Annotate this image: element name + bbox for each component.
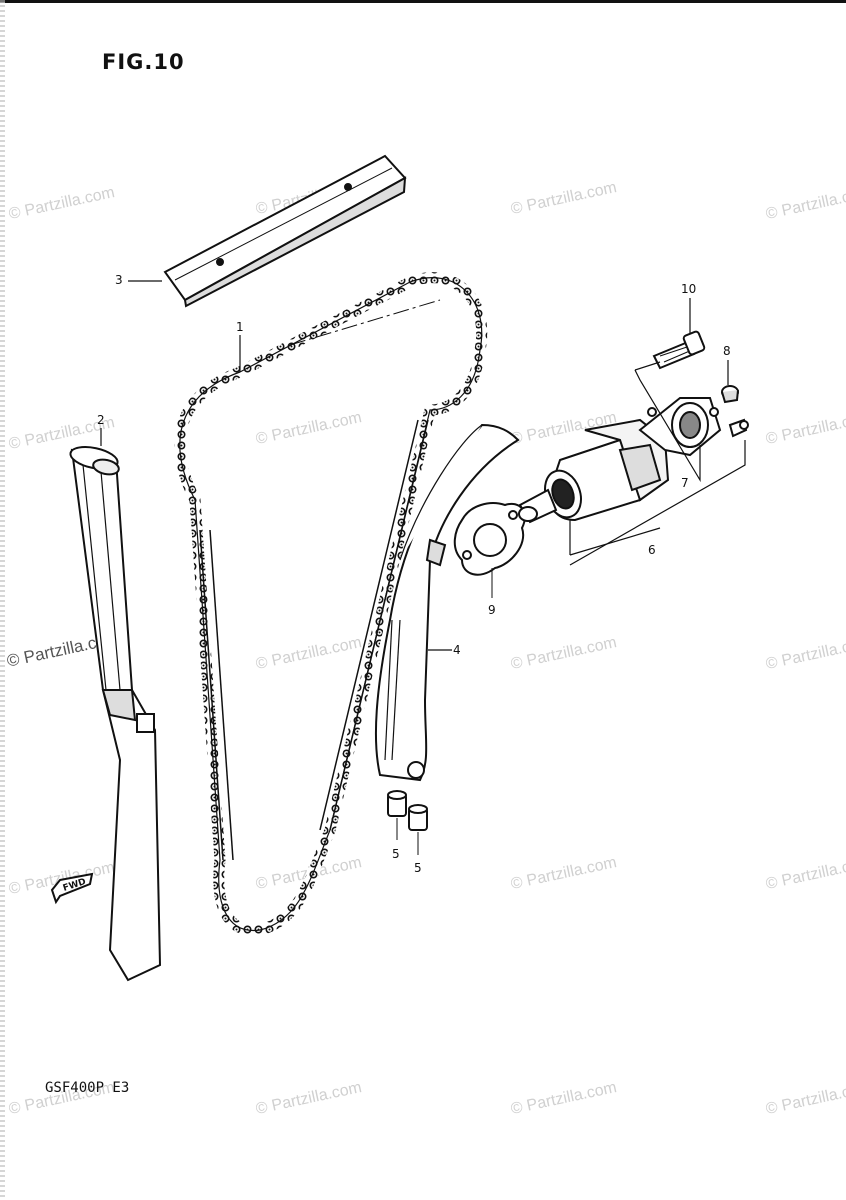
top-chain-guide	[163, 154, 407, 308]
callout-6: 6	[648, 543, 656, 557]
figure-title: FIG.10	[102, 50, 185, 74]
tensioner-chain-guide	[374, 423, 520, 782]
callout-9: 9	[488, 603, 496, 617]
callout-7: 7	[681, 476, 689, 490]
callout-3: 3	[115, 273, 123, 287]
model-code: GSF400P E3	[45, 1080, 130, 1096]
tensioner-gasket	[453, 502, 526, 598]
cam-chain	[174, 272, 488, 936]
chain-tensioner-assembly	[518, 397, 722, 524]
callout-4: 4	[453, 643, 461, 657]
callout-5b: 5	[414, 861, 422, 875]
guide-bolt-pins	[387, 790, 428, 855]
callout-1: 1	[236, 320, 244, 334]
tensioner-adjuster-bolt	[652, 330, 706, 370]
tensioner-set-screw	[728, 418, 749, 438]
tensioner-screw-8	[721, 385, 739, 404]
top-border	[0, 0, 846, 3]
callout-8: 8	[723, 344, 731, 358]
callout-2: 2	[97, 413, 105, 427]
callout-10: 10	[681, 282, 697, 296]
scan-edge	[0, 0, 5, 1200]
rear-chain-guide	[69, 446, 162, 982]
front-direction-arrow: FWD	[50, 872, 94, 905]
callout-5a: 5	[392, 847, 400, 861]
leader-lines	[100, 280, 746, 651]
